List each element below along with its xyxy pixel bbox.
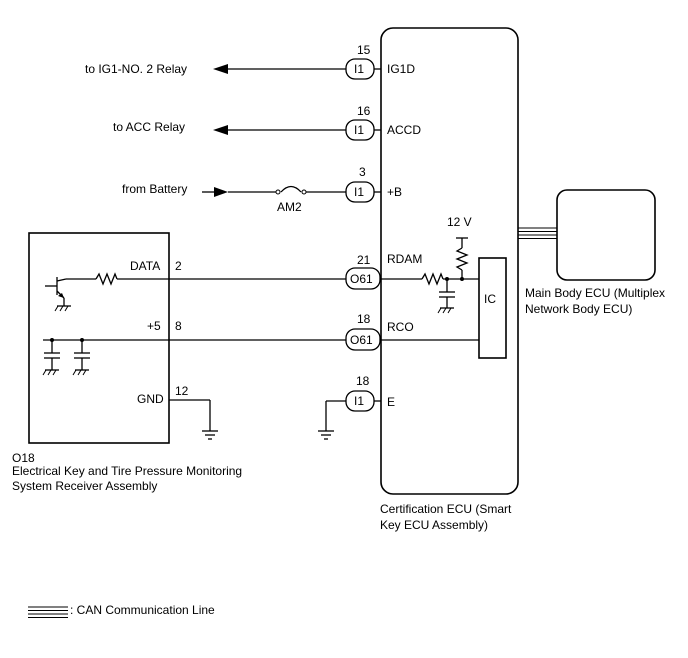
connector-label: I1: [354, 394, 364, 408]
pin-16: 16: [357, 104, 371, 118]
signal-rco: RCO: [387, 320, 414, 334]
connector-i1-accd: [345, 119, 375, 141]
pin-21: 21: [357, 253, 371, 267]
legend: : CAN Communication Line: [28, 603, 215, 618]
receiver-name-line2: System Receiver Assembly: [12, 479, 157, 493]
receiver-pin-12: 12: [175, 384, 189, 398]
receiver-data-label: DATA: [130, 259, 160, 273]
wire-accd: to ACC Relay 16 I1 ACCD: [113, 104, 421, 141]
receiver-pin-2: 2: [175, 259, 182, 273]
connector-label: O61: [350, 272, 373, 286]
pin-15: 15: [357, 43, 371, 57]
receiver-gnd-label: GND: [137, 392, 164, 406]
wire-ig1d: to IG1-NO. 2 Relay 15 I1 IG1D: [85, 43, 415, 80]
legend-label: : CAN Communication Line: [70, 603, 215, 617]
wire-label-ig1: to IG1-NO. 2 Relay: [85, 62, 187, 76]
connector-i1-ig1d: [345, 58, 375, 80]
can-bus-lines: [518, 227, 557, 239]
wire-label-battery: from Battery: [122, 182, 187, 196]
receiver-ground: GND 12: [137, 384, 218, 440]
certification-ecu-box: [380, 27, 519, 495]
wire-label-acc: to ACC Relay: [113, 120, 185, 134]
pullup-12v: 12 V: [447, 215, 472, 281]
connector-label: I1: [354, 185, 364, 199]
arrow-left-icon: [213, 64, 228, 74]
receiver-name-line1: Electrical Key and Tire Pressure Monitor…: [12, 464, 242, 478]
wire-rdam: 21 O61 RDAM DATA 2: [130, 252, 479, 314]
receiver-code: O18: [12, 451, 35, 465]
fuse-icon: [280, 185, 302, 193]
resistor-icon: [95, 272, 118, 286]
signal-ig1d: IG1D: [387, 62, 415, 76]
voltage-label: 12 V: [447, 215, 472, 229]
main-ecu-line2: Network Body ECU): [525, 302, 632, 316]
signal-accd: ACCD: [387, 123, 421, 137]
connector-i1-b: [345, 181, 375, 203]
connector-o61-rdam: [345, 267, 381, 290]
wire-rco: 18 O61 RCO +5 8: [42, 312, 479, 376]
signal-rdam: RDAM: [387, 252, 422, 266]
receiver-pin-8: 8: [175, 319, 182, 333]
resistor-icon: [421, 272, 444, 286]
fuse-label: AM2: [277, 200, 302, 214]
ic-block: [478, 257, 507, 359]
pin-18-rco: 18: [357, 312, 371, 326]
connector-label: O61: [350, 333, 373, 347]
cert-ecu-line1: Certification ECU (Smart: [380, 502, 512, 516]
connector-o61-rco: [345, 328, 381, 351]
cert-ecu-line2: Key ECU Assembly): [380, 518, 488, 532]
signal-e: E: [387, 395, 395, 409]
main-body-ecu-box: [556, 189, 656, 281]
receiver-5v-label: +5: [147, 319, 161, 333]
arrow-left-icon: [213, 125, 228, 135]
resistor-icon: [455, 247, 469, 271]
ic-label: IC: [484, 292, 496, 306]
receiver-assembly-box: [28, 232, 170, 444]
wire-battery: from Battery AM2 3 I1 +B: [122, 165, 402, 214]
pin-3: 3: [359, 165, 366, 179]
arrow-right-icon: [214, 187, 228, 197]
receiver-transistor: [45, 272, 169, 312]
connector-label: I1: [354, 123, 364, 137]
connector-label: I1: [354, 62, 364, 76]
signal-b: +B: [387, 185, 402, 199]
wire-e-ground: 18 I1 E: [318, 374, 395, 440]
connector-i1-e: [345, 390, 375, 412]
main-ecu-line1: Main Body ECU (Multiplex: [525, 286, 665, 300]
pin-18-e: 18: [356, 374, 370, 388]
